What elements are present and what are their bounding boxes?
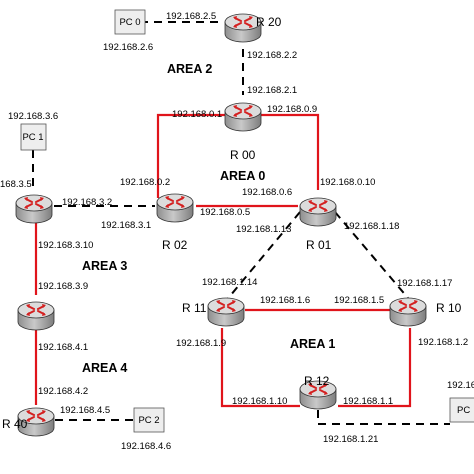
ip-labels: 192.168.2.5 192.168.2.6 192.168.2.2 192.… bbox=[0, 11, 474, 452]
pc-0[interactable]: PC 0 bbox=[114, 9, 146, 35]
ip-pc0: 192.168.2.6 bbox=[103, 42, 153, 53]
ip-pc1: 192.168.3.6 bbox=[8, 111, 58, 122]
ip-r01-top: 192.168.0.10 bbox=[320, 177, 375, 188]
ip-r12-left: 192.168.1.10 bbox=[232, 396, 287, 407]
pc2-label: PC 2 bbox=[138, 415, 159, 426]
ip-r02-left: 192.168.3.1 bbox=[101, 220, 151, 231]
ip-r11-top: 192.168.1.14 bbox=[202, 277, 257, 288]
link-r01-r10 bbox=[334, 211, 409, 299]
ip-r10-top: 192.168.1.17 bbox=[397, 278, 452, 289]
ip-pc3: 192.168.1 bbox=[447, 380, 474, 391]
router-r3[interactable] bbox=[15, 194, 53, 224]
router-r00-label: R 00 bbox=[230, 148, 256, 162]
pc-3[interactable]: PC bbox=[449, 397, 474, 423]
ip-r02-right: 192.168.0.5 bbox=[200, 207, 250, 218]
router-r00[interactable] bbox=[224, 102, 262, 132]
pc1-label: PC 1 bbox=[22, 132, 43, 143]
router-r01-label: R 01 bbox=[306, 238, 332, 252]
router-r12-label: R 12 bbox=[304, 374, 330, 388]
ip-r12-right: 192.168.1.1 bbox=[343, 396, 393, 407]
ip-r40-right: 192.168.4.5 bbox=[60, 405, 110, 416]
ip-r20-down: 192.168.2.2 bbox=[247, 50, 297, 61]
ip-r3-down: 192.168.3.10 bbox=[38, 240, 93, 251]
ip-r10-left: 192.168.1.5 bbox=[334, 295, 384, 306]
area-3-label: AREA 3 bbox=[82, 259, 127, 273]
router-r02-label: R 02 bbox=[162, 238, 188, 252]
router-r10[interactable] bbox=[389, 297, 427, 327]
ip-r3-right: 192.168.3.2 bbox=[62, 197, 112, 208]
area-1-label: AREA 1 bbox=[290, 337, 335, 351]
links bbox=[32, 21, 450, 425]
pc-1[interactable]: PC 1 bbox=[20, 123, 47, 151]
router-r10-label: R 10 bbox=[436, 301, 462, 315]
ip-r10-down: 192.168.1.2 bbox=[418, 337, 468, 348]
area-4-label: AREA 4 bbox=[82, 361, 127, 375]
router-r11[interactable] bbox=[207, 297, 245, 327]
pc-2[interactable]: PC 2 bbox=[133, 407, 165, 433]
link-r11-r12 bbox=[220, 328, 300, 408]
ip-pc2: 192.168.4.6 bbox=[121, 441, 171, 452]
ip-r40-up: 192.168.4.2 bbox=[38, 386, 88, 397]
ip-r00-left: 192.168.0.1 bbox=[172, 109, 222, 120]
ip-r11-right: 192.168.1.6 bbox=[260, 295, 310, 306]
router-r11-label: R 11 bbox=[182, 301, 207, 315]
router-r20-label: R 20 bbox=[256, 15, 282, 29]
ip-r01-left: 192.168.0.6 bbox=[242, 187, 292, 198]
ip-r4-down: 192.168.4.1 bbox=[38, 342, 88, 353]
pc3-label: PC bbox=[457, 405, 470, 416]
router-r01[interactable] bbox=[299, 197, 337, 227]
router-r4[interactable] bbox=[17, 301, 55, 331]
link-r00-r02 bbox=[156, 113, 225, 198]
link-r00-r01 bbox=[261, 113, 320, 190]
ip-r4-up: 192.168.3.9 bbox=[38, 281, 88, 292]
ip-r02-top: 192.168.0.2 bbox=[120, 177, 170, 188]
ip-r3-left: 168.3.5 bbox=[0, 179, 32, 190]
link-r10-r12 bbox=[338, 328, 412, 408]
router-r40-label: R 40 bbox=[2, 417, 28, 431]
ip-pc0-r20: 192.168.2.5 bbox=[166, 11, 216, 22]
ip-r00-right: 192.168.0.9 bbox=[267, 104, 317, 115]
ip-r01-br: 192.168.1.18 bbox=[344, 221, 399, 232]
ip-r11-down: 192.168.1.9 bbox=[176, 338, 226, 349]
ip-r12-down: 192.168.1.21 bbox=[323, 434, 378, 445]
pc0-label: PC 0 bbox=[119, 17, 140, 28]
link-r01-r11 bbox=[224, 211, 301, 303]
area-0-label: AREA 0 bbox=[220, 169, 265, 183]
ip-r01-bl: 192.168.1.13 bbox=[236, 224, 291, 235]
area-2-label: AREA 2 bbox=[167, 62, 212, 76]
router-r02[interactable] bbox=[156, 193, 194, 223]
ip-r00-up: 192.168.2.1 bbox=[247, 85, 297, 96]
